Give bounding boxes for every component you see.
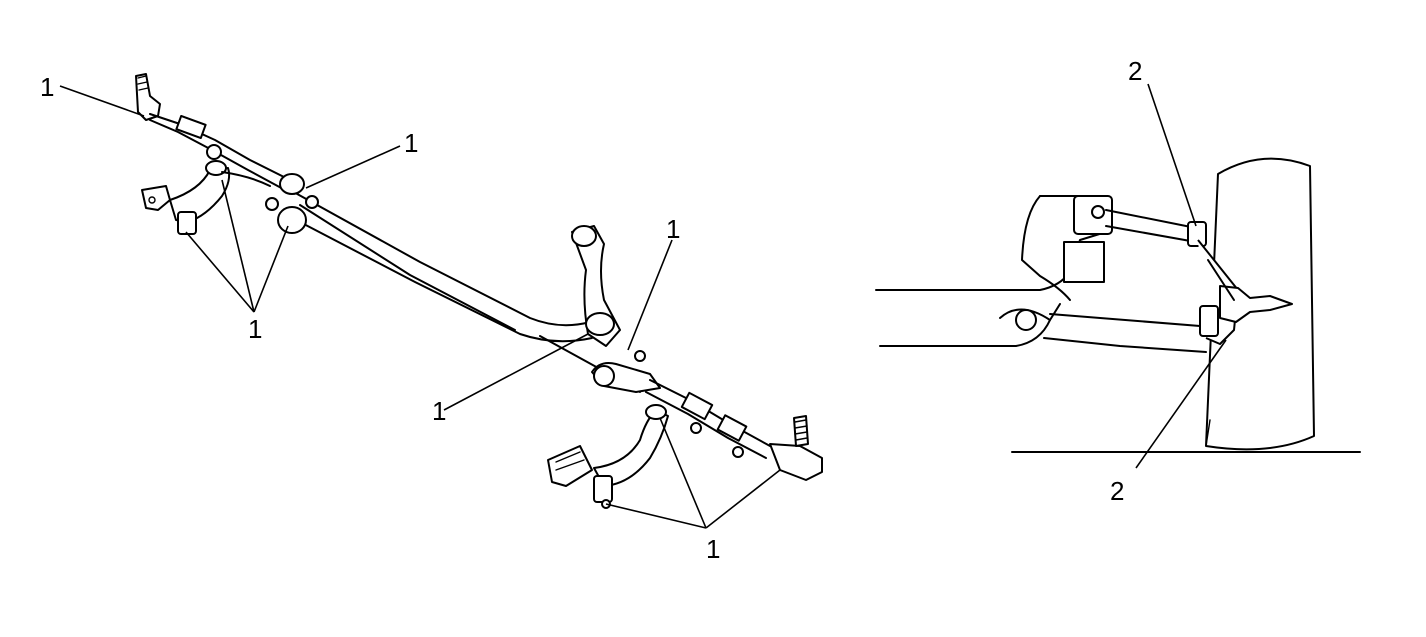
left-idler-arm: [141, 160, 279, 235]
callout-1-right-upper: 1: [666, 214, 680, 244]
right-tie-rod: [591, 350, 823, 481]
right-idler-arm: [547, 404, 669, 509]
callout-2-top: 2: [1128, 56, 1142, 86]
knuckle: [1187, 221, 1293, 345]
left-tie-rod: [135, 73, 291, 191]
callout-1-center-top: 1: [404, 128, 418, 158]
frame-bracket: [1063, 195, 1113, 283]
callout-2-bottom: 2: [1110, 476, 1124, 506]
callout-1-bottom-right: 1: [706, 534, 720, 564]
wheel-tie-rod-view: 2 2: [875, 56, 1361, 506]
left-rod-bushings: [277, 173, 319, 234]
callout-1-center-lower: 1: [432, 396, 446, 426]
callout-1-top-left: 1: [40, 72, 54, 102]
pitman-arm: [571, 225, 621, 347]
callout-1-bottom-left: 1: [248, 314, 262, 344]
right-view-leaders: [1135, 83, 1227, 469]
steering-linkage-view: 1 1 1 1 1 1: [40, 72, 823, 564]
left-view-leaders: [59, 85, 781, 529]
